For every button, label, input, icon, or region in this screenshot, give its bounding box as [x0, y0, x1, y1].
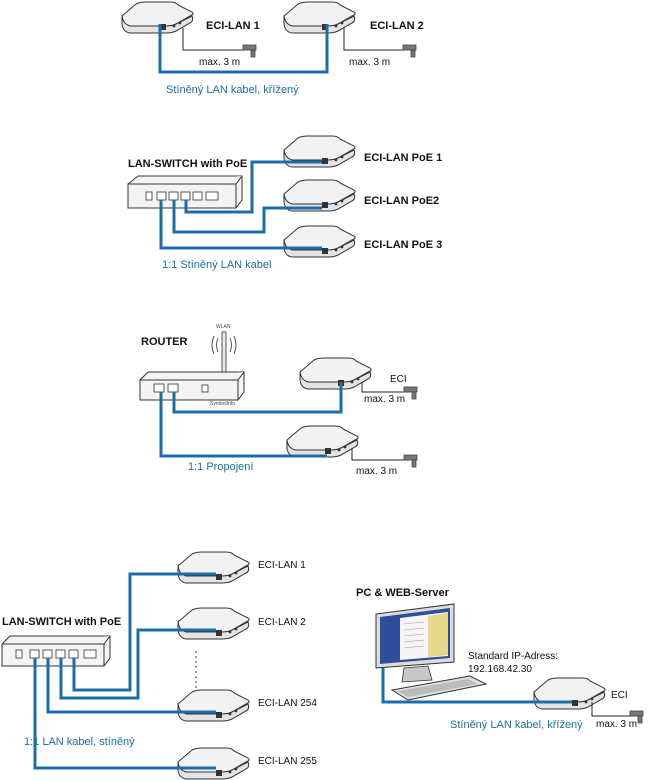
- poe-cable-1: [184, 160, 322, 214]
- eci-device: [533, 677, 606, 710]
- poe-cable-3: [159, 200, 322, 250]
- pc-cable-caption: Stíněný LAN kabel, křížený: [450, 719, 583, 731]
- eci-lan-2-device: [177, 607, 250, 640]
- switch-cable-4: [33, 658, 216, 770]
- poe-cable-2: [172, 200, 322, 234]
- cable-caption: Stíněný LAN kabel, křížený: [166, 84, 299, 96]
- eci-lan-255-device: [177, 747, 250, 780]
- eci-lan-poe-3-device: [283, 225, 356, 258]
- section-2-poe-switch: LAN-SWITCH with PoE ECI-LAN PoE 1 ECI-LA…: [127, 135, 442, 271]
- switch-label: LAN-SWITCH with PoE: [2, 616, 121, 628]
- cable-caption: 1:1 Stíněný LAN kabel: [162, 259, 271, 271]
- eci-lan-1-plug-icon: [242, 44, 257, 58]
- eci-2-plug-icon: [403, 454, 418, 468]
- router-cable-2: [159, 392, 327, 458]
- router-cable-1: [172, 382, 343, 414]
- eci-lan-2-extension-wire: [343, 28, 408, 51]
- eci-lan-2-label: ECI-LAN 2: [258, 617, 306, 628]
- ip-label: Standard IP-Adress:: [468, 651, 558, 662]
- cable-caption: 1:1 Propojení: [188, 461, 253, 473]
- eci-lan-1-extension-wire: [182, 28, 248, 51]
- pc-label: PC & WEB-Server: [356, 587, 450, 599]
- eci-lan-poe-2-device: [283, 179, 356, 212]
- eci-lan-254-label: ECI-LAN 254: [258, 698, 317, 709]
- wlan-label: WLAN: [216, 324, 231, 330]
- eci-lan-poe-1-label: ECI-LAN PoE 1: [364, 152, 442, 164]
- range-label: max. 3 m: [596, 719, 637, 730]
- eci-label: ECI: [611, 690, 628, 701]
- pc-cable: [381, 668, 572, 704]
- wlan-antenna-icon: [211, 335, 237, 355]
- section-4-switch-and-pc: LAN-SWITCH with PoE ECI-LAN 1 ECI-LAN 2: [1, 551, 644, 780]
- router-caption: SymbolInfo: [210, 401, 235, 407]
- crossover-cable: [158, 24, 329, 74]
- eci-lan-poe-2-label: ECI-LAN PoE2: [364, 195, 439, 207]
- section-3-router: ROUTER WLAN SymbolInfo ECI max. 3 m max: [139, 324, 418, 477]
- keyboard-icon: [390, 675, 488, 701]
- range-label-2: max. 3 m: [356, 466, 397, 477]
- range-label-1: max. 3 m: [199, 57, 240, 68]
- cable-caption: 1:1 LAN kabel, stíněný: [24, 736, 135, 748]
- eci-1-extension-wire: [361, 382, 410, 393]
- eci-lan-1-label: ECI-LAN 1: [206, 20, 260, 32]
- router-label: ROUTER: [141, 336, 188, 348]
- range-label-1: max. 3 m: [364, 394, 405, 405]
- eci-lan-1-device: [177, 551, 250, 584]
- switch-cable-3: [46, 658, 216, 714]
- switch-cable-1: [72, 572, 216, 692]
- range-label-2: max. 3 m: [349, 57, 390, 68]
- eci-device-1: [299, 357, 372, 390]
- switch-label: LAN-SWITCH with PoE: [128, 158, 247, 170]
- eci-lan-1-label: ECI-LAN 1: [258, 560, 306, 571]
- eci-label: ECI: [390, 374, 407, 385]
- ip-value: 192.168.42.30: [468, 664, 532, 675]
- eci-lan-254-device: [177, 689, 250, 722]
- eci-lan-1-device: [121, 1, 194, 34]
- pc-monitor-icon: [375, 603, 455, 683]
- eci-lan-poe-3-label: ECI-LAN PoE 3: [364, 239, 442, 251]
- section-1-direct-link: ECI-LAN 1 ECI-LAN 2 max. 3 m max. 3 m St…: [121, 1, 424, 96]
- eci-2-extension-wire: [351, 448, 410, 461]
- eci-device-2: [286, 425, 359, 458]
- ellipsis-dots: [195, 651, 197, 688]
- eci-lan-2-label: ECI-LAN 2: [370, 20, 424, 32]
- eci-extension-wire: [591, 702, 638, 717]
- eci-lan-2-plug-icon: [402, 44, 417, 58]
- lan-switch-device: [1, 635, 111, 667]
- poe-switch-device: [127, 175, 243, 209]
- eci-1-plug-icon: [403, 386, 418, 400]
- router-device: [139, 371, 245, 401]
- eci-lan-255-label: ECI-LAN 255: [258, 756, 317, 767]
- switch-cable-2: [59, 628, 216, 700]
